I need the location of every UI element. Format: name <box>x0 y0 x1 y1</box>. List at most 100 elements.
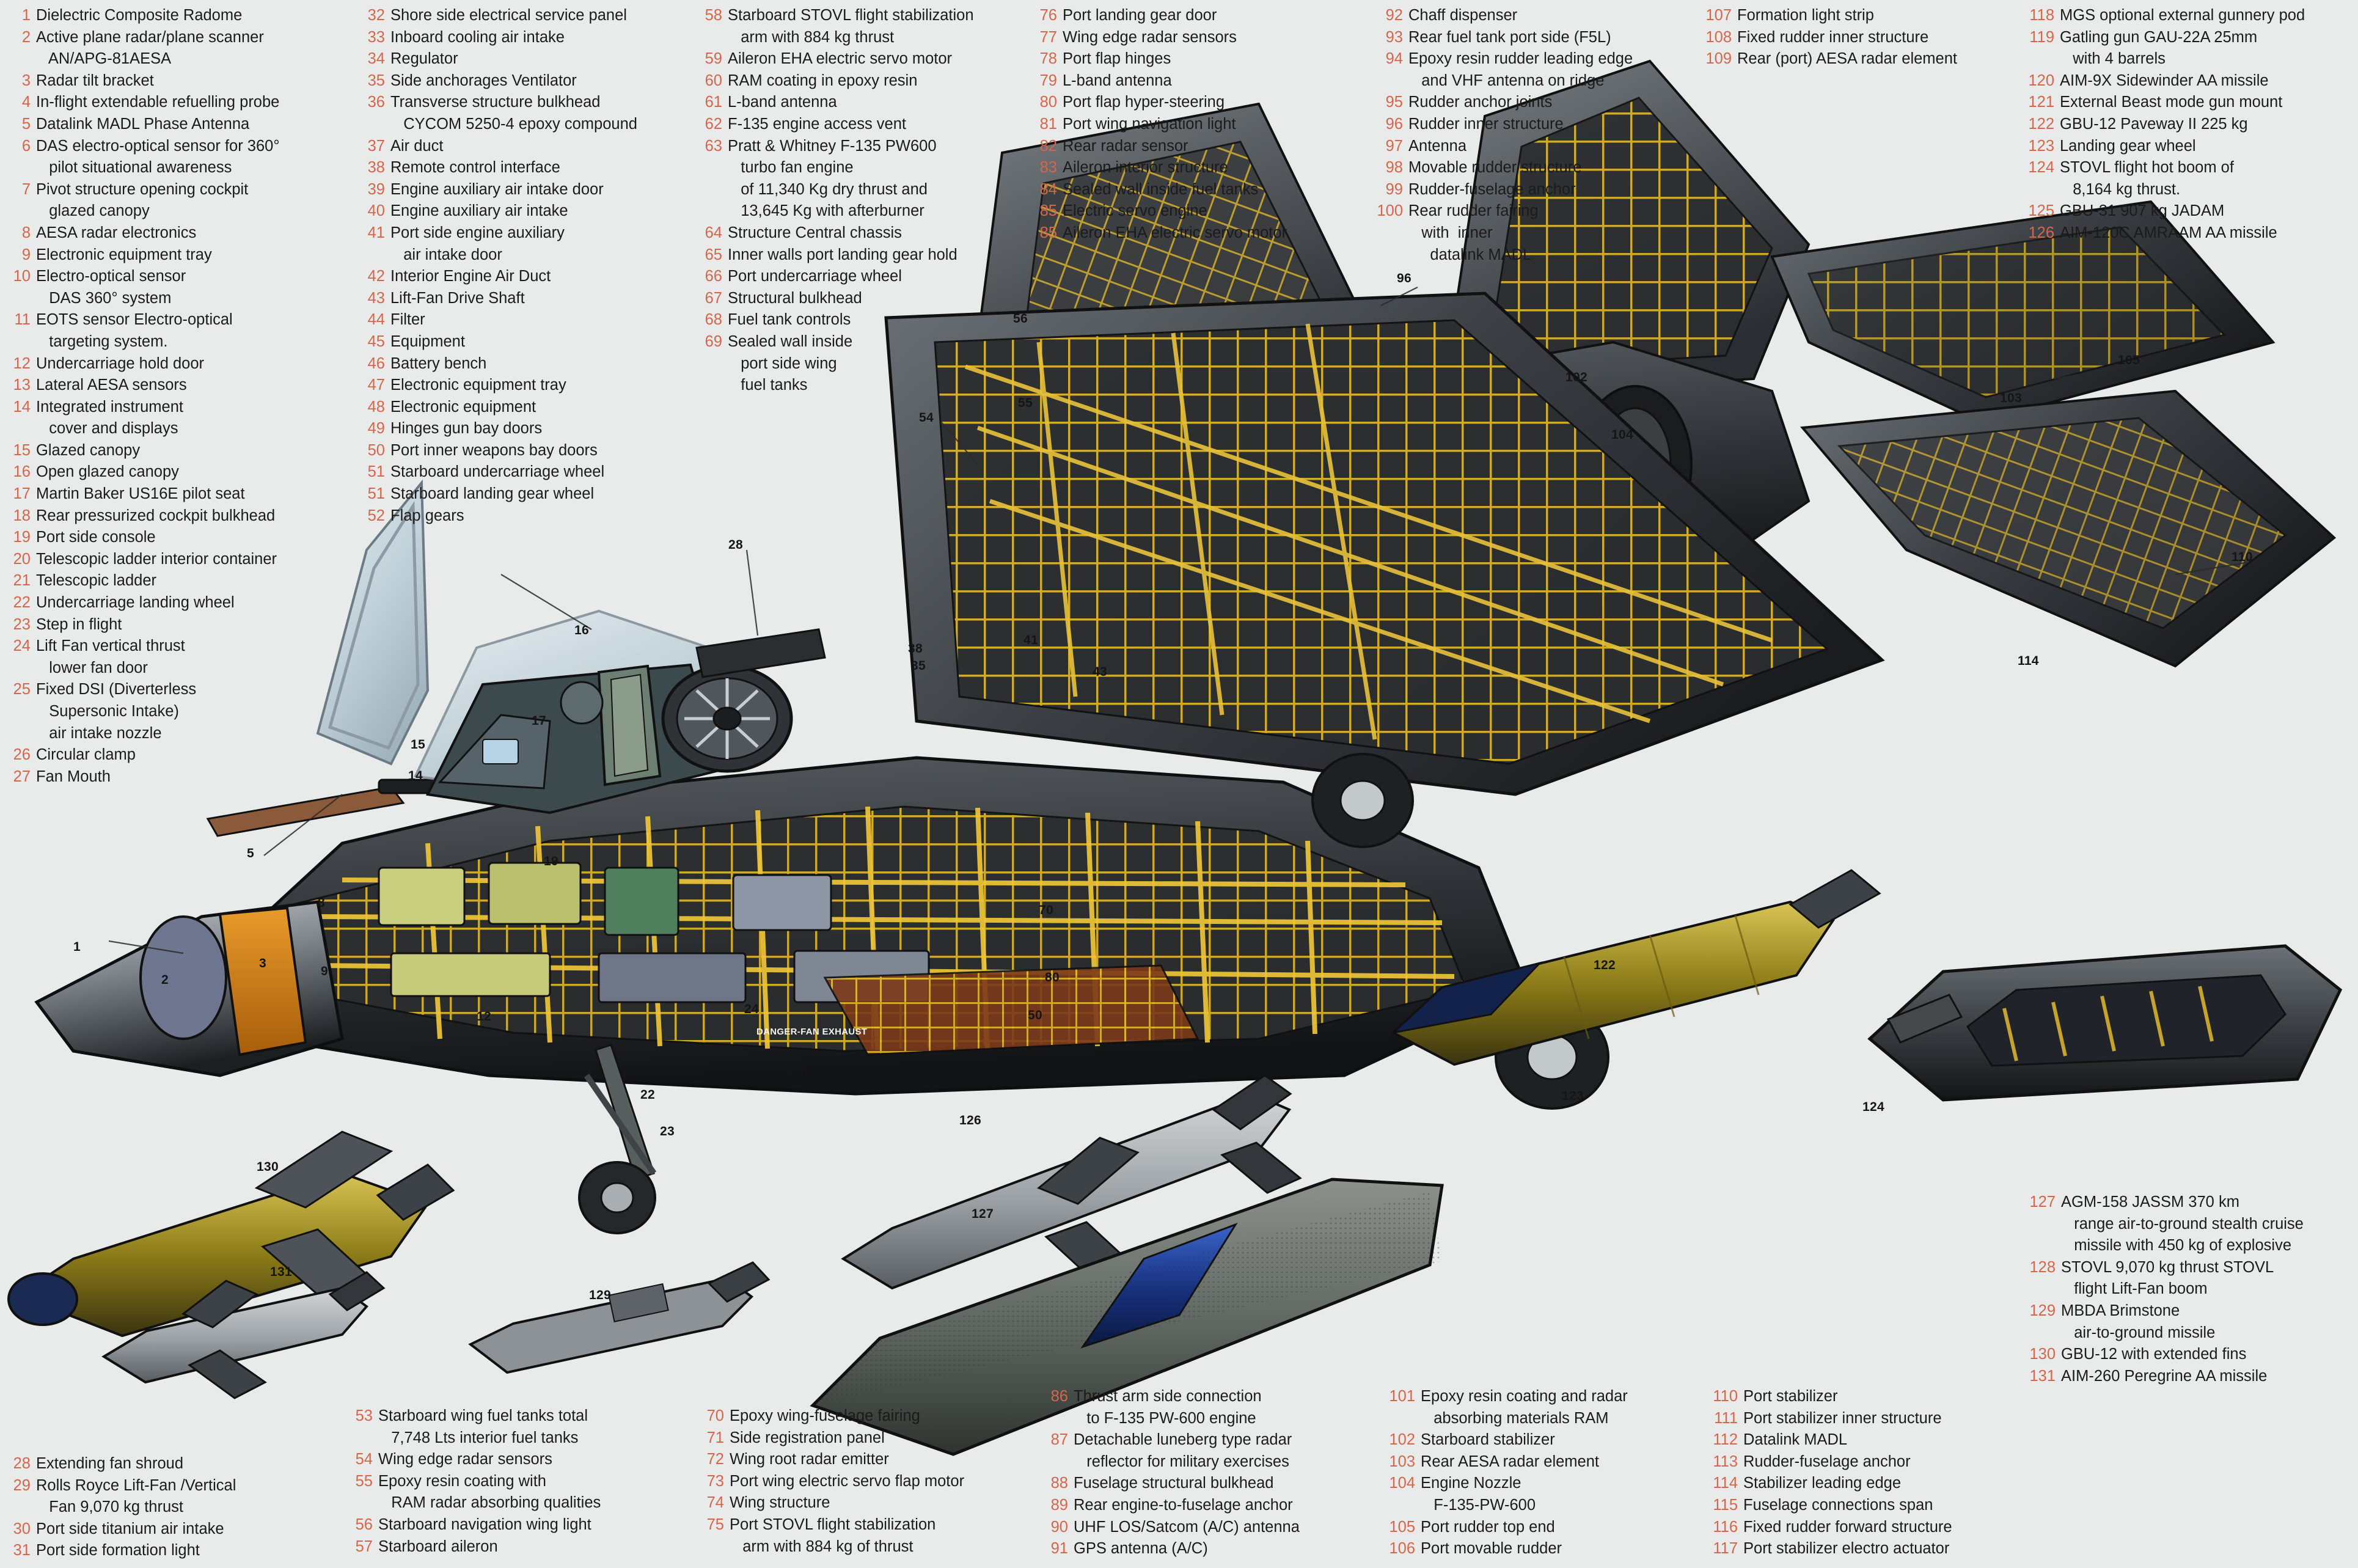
legend-item-number: 4 <box>21 93 31 111</box>
legend-line-continued: RAM radar absorbing qualities <box>378 1494 601 1512</box>
legend-item-label: Rudder-fuselage anchor <box>1743 1451 2016 1473</box>
legend-line-primary: Electronic equipment <box>390 398 536 416</box>
legend-line-primary: Open glazed canopy <box>36 463 179 481</box>
legend-line-primary: Telescopic ladder interior container <box>36 550 277 568</box>
legend-item-number: 18 <box>13 507 31 524</box>
legend-item-label: Port wing electric servo flap motor <box>730 1471 1011 1493</box>
legend-item-number: 13 <box>13 376 31 394</box>
legend-item-label: Port STOVL flight stabilization arm with… <box>730 1514 1011 1558</box>
callout-number: 131 <box>270 1265 292 1279</box>
legend-item-number: 48 <box>367 398 385 416</box>
callout-number: 28 <box>728 538 743 552</box>
legend-item-number: 86 <box>1050 1388 1068 1405</box>
callout-number: 35 <box>911 659 926 673</box>
legend-item-label: Integrated instrument cover and displays <box>36 397 183 440</box>
legend-item-number: 52 <box>367 507 385 524</box>
legend-line-primary: Rear (port) AESA radar element <box>1737 50 1958 68</box>
legend-item-number: 84 <box>1039 180 1057 198</box>
legend-item-label: Datalink MADL Phase Antenna <box>36 114 249 136</box>
legend-item-label: Regulator <box>390 48 654 70</box>
legend-item-number: 7 <box>21 180 31 198</box>
legend-line-primary: GBU-12 with extended fins <box>2061 1346 2247 1363</box>
callout-number: 110 <box>2232 550 2253 564</box>
legend-item-label: Radar tilt bracket <box>36 70 177 92</box>
legend-item-label: Electro-optical sensor DAS 360° system <box>36 266 186 309</box>
legend-item-label: Lateral AESA sensors <box>36 375 187 397</box>
legend-line-continued: 8,164 kg thrust. <box>2060 180 2181 198</box>
legend-item-number: 63 <box>705 137 722 155</box>
legend-item-label: L-band antenna <box>728 92 1009 114</box>
store-gun-pod <box>1867 944 2343 1102</box>
legend-item-number: 128 <box>2029 1258 2056 1276</box>
legend-item-number: 21 <box>13 572 31 590</box>
legend-item-label: Battery bench <box>390 353 654 375</box>
legend-item-label: Telescopic ladder interior container <box>36 549 277 571</box>
legend-item-label: DAS electro-optical sensor for 360° pilo… <box>36 136 280 179</box>
legend-line-primary: Port side formation light <box>36 1542 200 1559</box>
legend-item-number: 112 <box>1713 1431 1738 1449</box>
legend-item-number: 130 <box>2029 1346 2056 1363</box>
legend-item-number: 57 <box>355 1537 373 1555</box>
legend-item-number: 37 <box>367 137 385 155</box>
legend-item: 16 Open glazed canopy <box>12 461 179 483</box>
callout-number: 22 <box>640 1088 655 1102</box>
legend-line-primary: Datalink MADL Phase Antenna <box>36 115 250 133</box>
callout-number: 23 <box>660 1124 675 1138</box>
legend-item-label: Engine Nozzle F-135-PW-600 <box>1421 1473 1688 1516</box>
legend-line-primary: Movable rudder structure <box>1408 159 1582 177</box>
legend-item-number: 16 <box>13 463 31 481</box>
legend-line-primary: Shore side electrical service panel <box>390 7 627 24</box>
legend-line-primary: Port stabilizer electro actuator <box>1743 1540 1950 1558</box>
legend-line-continued: targeting system. <box>36 332 168 350</box>
legend-item-number: 11 <box>14 311 31 329</box>
legend-item-label: Side registration panel <box>730 1427 1011 1449</box>
legend-line-primary: STOVL 9,070 kg thrust STOVL <box>2061 1258 2274 1276</box>
legend-line-primary: Lift Fan vertical thrust <box>36 637 185 655</box>
legend-item: 3 Radar tilt bracket <box>12 70 177 92</box>
legend-item-number: 117 <box>1713 1540 1738 1558</box>
legend-item-number: 33 <box>367 28 385 46</box>
legend-line-primary: Thrust arm side connection <box>1074 1388 1262 1405</box>
legend-line-primary: STOVL flight hot boom of <box>2060 159 2234 177</box>
legend-item-number: 83 <box>1039 159 1057 177</box>
legend-item-number: 27 <box>13 768 31 785</box>
legend-item-label: AGM-158 JASSM 370 km range air-to-ground… <box>2061 1192 2346 1257</box>
legend-line-primary: UHF LOS/Satcom (A/C) antenna <box>1074 1518 1300 1536</box>
legend-line-primary: Port movable rudder <box>1421 1540 1562 1558</box>
legend-item-number: 43 <box>367 289 385 307</box>
legend-line-primary: Rear engine-to-fuselage anchor <box>1074 1496 1293 1514</box>
callout-number: 105 <box>2118 353 2140 367</box>
legend-line-continued: glazed canopy <box>36 202 150 220</box>
legend-item-label: Epoxy resin rudder leading edge and VHF … <box>1408 48 1669 92</box>
legend-item-number: 41 <box>367 224 385 241</box>
legend-line-primary: Port flap hinges <box>1063 50 1171 68</box>
legend-item-number: 3 <box>21 71 31 89</box>
legend-line-primary: MGS optional external gunnery pod <box>2060 7 2305 24</box>
legend-line-primary: Lateral AESA sensors <box>36 376 187 394</box>
legend-line-primary: Side anchorages Ventilator <box>390 71 577 89</box>
legend-item: 48 Electronic equipment <box>367 397 654 419</box>
